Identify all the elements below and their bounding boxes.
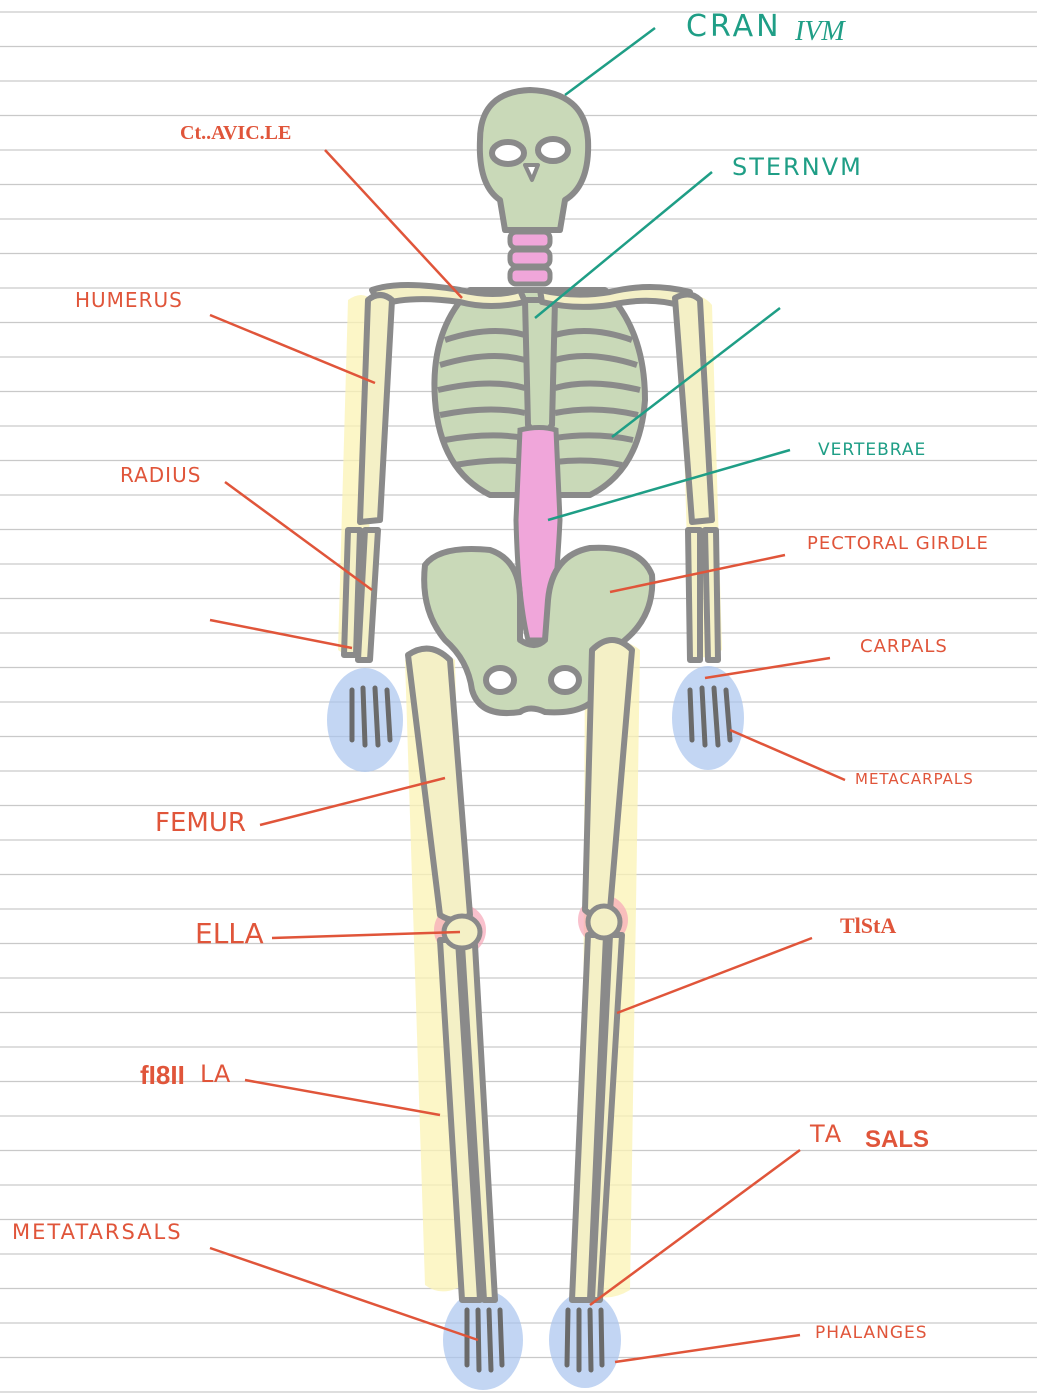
label-patella: ELLA <box>195 920 264 948</box>
label-tarsals-part1: TA <box>810 1122 843 1146</box>
skull <box>480 90 588 230</box>
label-cranium-part2: IVM <box>795 18 845 46</box>
label-tarsals-part2: SALS <box>865 1128 929 1152</box>
blue-extremity-highlights <box>327 666 744 1390</box>
label-humerus: HUMERUS <box>75 290 183 310</box>
label-carpals: CARPALS <box>860 638 948 656</box>
label-cranium-part1: CRAN <box>686 12 782 42</box>
label-vertebrae: VERTEBRAE <box>818 442 926 459</box>
label-tibia: TlStA <box>840 915 896 937</box>
neck-vertebrae <box>510 232 550 284</box>
label-sternum: STERNVM <box>732 155 863 179</box>
label-radius: RADIUS <box>120 465 201 485</box>
label-fibula-part2: LA <box>200 1062 230 1086</box>
label-metatarsals: METATARSALS <box>12 1222 183 1243</box>
label-phalanges: PHALANGES <box>815 1325 928 1342</box>
label-femur: FEMUR <box>155 810 246 836</box>
hands-and-feet <box>352 688 730 1370</box>
label-metacarpals: METACARPALS <box>855 772 974 787</box>
label-pectoral-girdle: PECTORAL GIRDLE <box>807 535 989 553</box>
label-fibula-part1: fI8II <box>140 1062 185 1088</box>
label-clavicle: Ct..AVIC.LE <box>180 123 291 143</box>
